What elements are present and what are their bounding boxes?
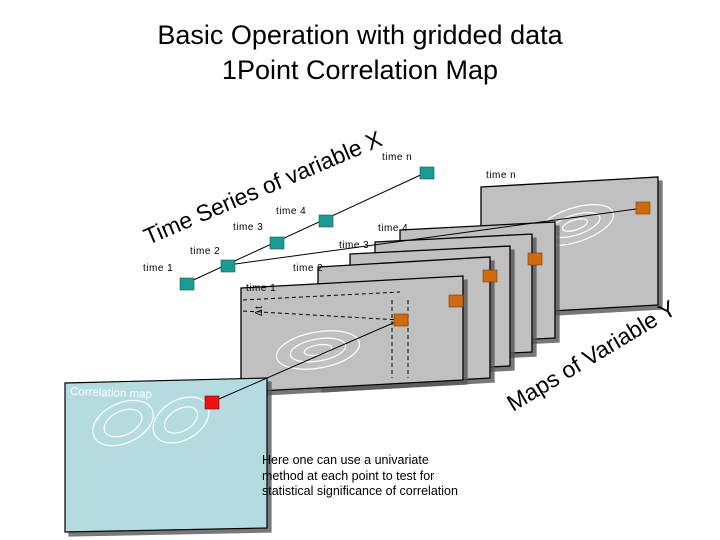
x-label-time-2: time 2 (190, 246, 220, 257)
note-text: Here one can use a univariate method at … (262, 453, 502, 500)
y-marker-time-n (635, 201, 651, 215)
y-label-time-4: time 4 (378, 223, 408, 234)
x-time-series-markers (179, 166, 435, 291)
y-marker-time-1 (393, 313, 409, 327)
title-line-1: Basic Operation with gridded data (157, 20, 563, 50)
x-marker-time-3 (269, 236, 285, 250)
title-line-2: 1Point Correlation Map (221, 55, 499, 85)
x-marker-time-4 (318, 214, 334, 228)
note-line-2: method at each point to test for (262, 468, 435, 483)
y-panel-time-1-contours (275, 330, 361, 370)
correlation-map-label: Correlation map (70, 386, 152, 401)
y-marker-time-2 (448, 294, 464, 308)
x-label-time-3: time 3 (233, 222, 263, 233)
note-line-1: Here one can use a univariate (262, 453, 429, 467)
correlation-point-marker (204, 395, 220, 410)
note-line-3: statistical significance of correlation (262, 484, 458, 498)
x-marker-time-2 (220, 259, 236, 273)
y-grid-point-markers (393, 201, 651, 327)
y-label-time-n: time n (486, 170, 516, 181)
x-label-time-n: time n (382, 152, 412, 163)
correlation-map-panel (64, 377, 268, 533)
y-panel-dashed-guides (242, 291, 409, 378)
y-label-time-2: time 2 (293, 263, 323, 274)
x-marker-time-n (419, 166, 435, 180)
y-marker-time-4 (527, 252, 543, 266)
y-label-time-3: time 3 (339, 240, 369, 251)
delta-t-label: Δt (254, 306, 265, 316)
y-label-time-1: time 1 (246, 283, 276, 294)
x-label-time-1: time 1 (143, 263, 173, 274)
variable-y-panels (240, 176, 659, 393)
x-marker-time-1 (179, 277, 195, 291)
x-label-time-4: time 4 (276, 206, 306, 217)
y-marker-time-3 (482, 269, 498, 283)
